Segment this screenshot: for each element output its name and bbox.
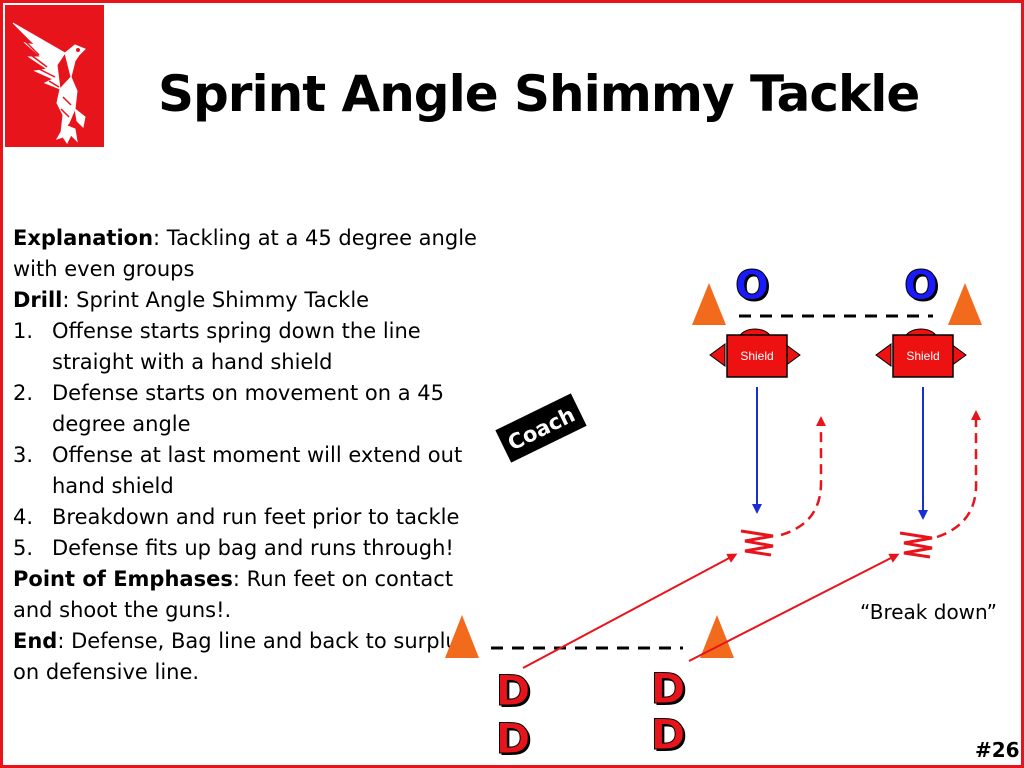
steps-list: 1. Offense starts spring down the line st… [13,316,483,564]
defense-player-shadow: D [653,712,688,761]
list-item: 4. Breakdown and run feet prior to tackle [13,502,483,533]
list-item: 1. Offense starts spring down the line st… [13,316,483,378]
cone-icon [948,283,982,325]
end-label: End [13,629,58,653]
slide-number: #26 [975,738,1020,762]
list-item: 2. Defense starts on movement on a 45 deg… [13,378,483,440]
hawk-mascot-icon [5,5,104,147]
shield-label: Shield [740,349,773,363]
defense-player: D D [650,664,688,716]
step-number: 4. [13,505,34,529]
hand-shield-right: Shield [875,328,967,378]
defense-player: D D [650,710,688,762]
defense-return-arrow [936,410,981,539]
defense-angle-arrow [522,553,738,669]
step-text: Defense starts on movement on a 45 degre… [52,381,444,436]
hand-shield-left: Shield [709,328,801,378]
explanation-line: Explanation: Tackling at a 45 degree ang… [13,223,483,285]
offense-player-right: O [906,265,940,311]
defense-player-shadow: D [498,716,533,765]
end-line: End: Defense, Bag line and back to surpl… [13,626,483,688]
defense-player-face: D [651,710,686,759]
breakdown-icon [899,531,933,559]
page-title: Sprint Angle Shimmy Tackle [158,65,920,123]
breakdown-icon [740,529,774,557]
list-item: 3. Offense at last moment will extend out… [13,440,483,502]
defense-angle-arrow [688,553,900,662]
offense-player-right-face: O [904,263,938,309]
drill-diagram: O O O O Shield Shield [445,263,982,766]
emphasis-value: : Run feet on contact and shoot the guns… [13,567,454,622]
logo [5,5,104,147]
step-number: 3. [13,443,34,467]
drill-description: Explanation: Tackling at a 45 degree ang… [13,223,483,688]
list-item: 5. Defense fits up bag and runs through! [13,533,483,564]
coach-marker: Coach [495,393,587,463]
step-number: 1. [13,319,34,343]
offense-player-left: O [737,265,771,311]
explanation-value: : Tackling at a 45 degree angle with eve… [13,226,477,281]
defense-player-shadow: D [653,666,688,715]
defense-return-arrow [780,416,826,537]
emphasis-line: Point of Emphases: Run feet on contact a… [13,564,483,626]
drill-line: Drill: Sprint Angle Shimmy Tackle [13,285,483,316]
step-text: Defense fits up bag and runs through! [52,536,454,560]
defense-player-shadow: D [498,668,533,717]
step-number: 5. [13,536,34,560]
step-text: Offense at last moment will extend out h… [52,443,463,498]
shield-label: Shield [906,349,939,363]
cone-icon [692,283,726,325]
breakdown-caption: “Break down” [860,600,997,624]
defense-player-face: D [651,664,686,713]
offense-player-left-face: O [735,263,769,309]
drill-value: : Sprint Angle Shimmy Tackle [62,288,370,312]
defense-player-face: D [496,714,531,763]
defense-player: D D [495,714,533,766]
emphasis-label: Point of Emphases [13,567,233,591]
step-text: Breakdown and run feet prior to tackle [52,505,460,529]
cone-icon [700,615,734,658]
defense-player: D D [495,666,533,718]
step-number: 2. [13,381,34,405]
step-text: Offense starts spring down the line stra… [52,319,421,374]
cone-icon [445,615,479,658]
end-value: : Defense, Bag line and back to surplus … [13,629,470,684]
drill-label: Drill [13,288,63,312]
explanation-label: Explanation [13,226,154,250]
defense-player-face: D [496,666,531,715]
